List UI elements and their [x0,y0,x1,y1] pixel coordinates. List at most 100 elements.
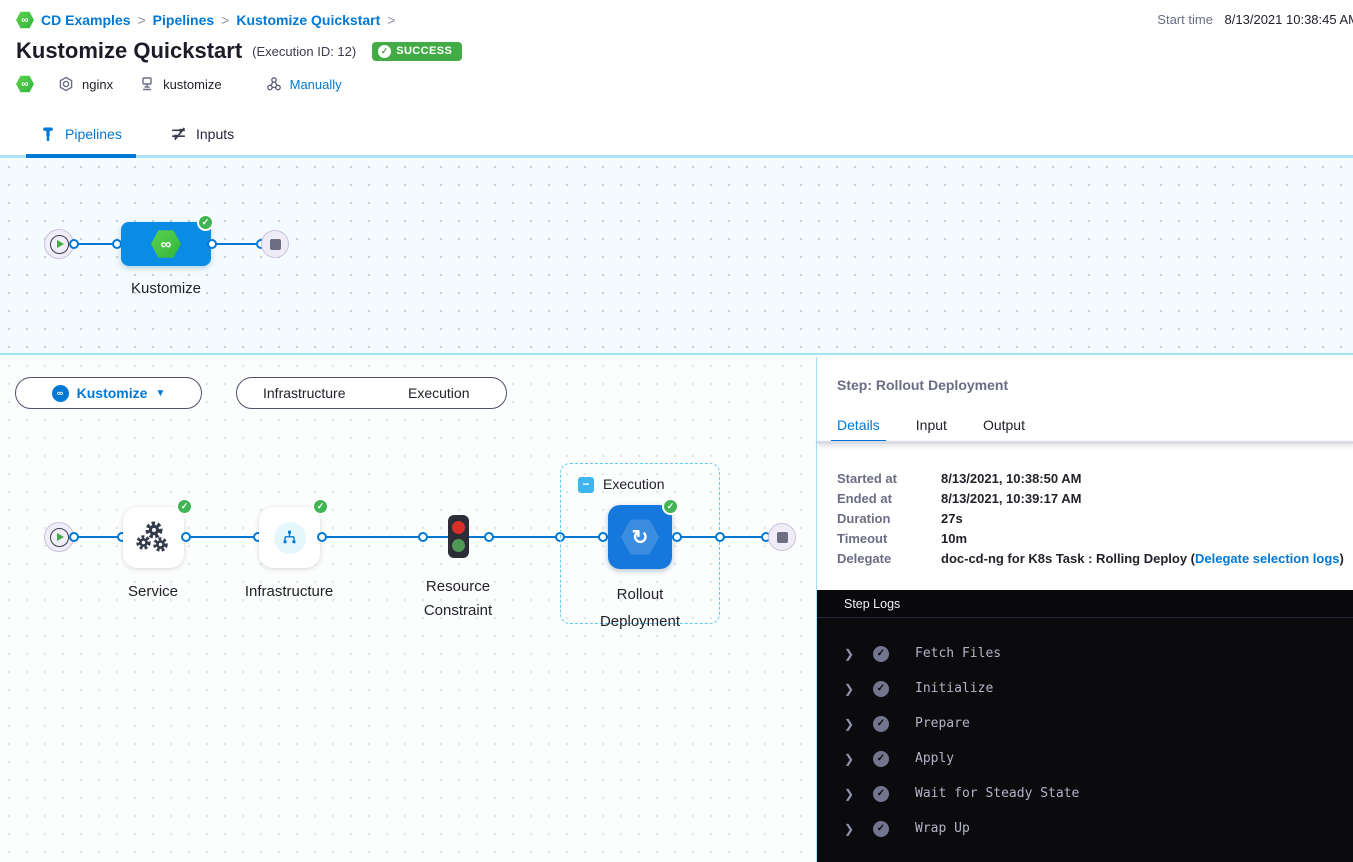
edge-port [181,532,191,542]
detail-label: Ended at [837,490,892,506]
success-check-icon: ✓ [197,214,214,231]
pipeline-tab-bar: Pipelines Inputs [0,112,1353,158]
toggle-execution[interactable]: Execution [408,385,470,401]
tab-details[interactable]: Details [831,417,886,443]
cd-module-icon: ∞ [16,75,34,93]
trigger-type-link[interactable]: Manually [289,76,342,92]
stop-icon [269,238,281,250]
breadcrumb-cd-examples[interactable]: CD Examples [41,12,131,28]
start-time: Start time 8/13/2021 10:38:45 AM [1157,12,1353,27]
breadcrumb-pipelines[interactable]: Pipelines [152,12,215,28]
stage-graph-canvas[interactable]: ∞ ✓ Kustomize [0,158,1353,355]
edge-port [484,532,494,542]
log-section-fetch-files[interactable]: ❯ ✓ Fetch Files [817,636,1353,671]
success-check-icon: ✓ [662,498,679,515]
step-node-resource-constraint[interactable] [448,515,469,558]
breadcrumb-separator: > [137,12,146,28]
step-detail-tabs: Details Input Output [831,417,1025,443]
tab-inputs[interactable]: Inputs [170,112,234,155]
execution-graph-canvas[interactable]: ∞ Kustomize ▼ Infrastructure Execution [0,357,816,862]
node-label-service: Service [127,583,179,600]
tab-output[interactable]: Output [982,417,1025,433]
breadcrumb-separator: > [221,12,230,28]
detail-row-duration: Duration 27s [837,508,1344,528]
log-section-wait-for-steady-state[interactable]: ❯ ✓ Wait for Steady State [817,776,1353,811]
toggle-infrastructure[interactable]: Infrastructure [263,385,346,401]
tab-pipelines[interactable]: Pipelines [26,112,136,158]
detail-label: Timeout [837,530,888,546]
delegate-text: ) [1339,550,1344,566]
stage-node-label: Kustomize [130,280,202,297]
status-badge: ✓ SUCCESS [372,41,463,61]
edge-port [317,532,327,542]
log-section-wrap-up[interactable]: ❯ ✓ Wrap Up [817,811,1353,846]
detail-value: 8/13/2021, 10:39:17 AM [941,490,1082,506]
log-section-label: Prepare [915,716,970,731]
chevron-right-icon: ❯ [844,681,855,696]
edge-port [69,532,79,542]
step-logs-panel: Step Logs ❯ ✓ Fetch Files ❯ ✓ Initialize… [817,590,1353,862]
edge-port [598,532,608,542]
harness-cd-icon: ∞ [16,11,34,29]
stage-selector-dropdown[interactable]: ∞ Kustomize ▼ [15,377,202,409]
step-details-panel: Step: Rollout Deployment Details Input O… [816,357,1353,862]
step-detail-rows: Started at 8/13/2021, 10:38:50 AM Ended … [837,468,1344,568]
play-icon [49,527,69,547]
detail-row-delegate: Delegate doc-cd-ng for K8s Task : Rollin… [837,548,1344,568]
step-logs-header: Step Logs [817,590,1353,618]
execution-start-node[interactable] [44,522,74,552]
step-node-rollout-deployment[interactable]: ↻ [608,505,672,569]
detail-label: Delegate [837,550,892,566]
edge-port [207,239,217,249]
node-label-infrastructure: Infrastructure [244,583,334,600]
detail-row-timeout: Timeout 10m [837,528,1344,548]
tab-divider [817,441,1353,444]
cd-stage-icon-small: ∞ [51,384,69,402]
collapse-group-button[interactable]: − [578,477,594,493]
detail-row-started-at: Started at 8/13/2021, 10:38:50 AM [837,468,1344,488]
log-success-icon: ✓ [873,785,889,802]
service-name: nginx [82,76,114,92]
execution-id: (Execution ID: 12) [252,43,357,59]
step-node-infrastructure[interactable] [259,507,320,568]
phase-toggle: Infrastructure Execution [236,377,507,409]
stage-selector-label: Kustomize [76,385,148,401]
node-label-resource-constraint: Resource Constraint [423,578,493,619]
traffic-red-light [452,520,465,534]
chevron-down-icon: ▼ [155,387,166,399]
chevron-right-icon: ❯ [844,821,855,836]
tab-input[interactable]: Input [915,417,947,433]
breadcrumb: ∞ CD Examples > Pipelines > Kustomize Qu… [16,11,395,29]
detail-label: Started at [837,470,897,486]
start-time-label: Start time [1157,12,1213,27]
cd-stage-icon: ∞ [151,230,181,258]
status-badge-label: SUCCESS [396,45,453,57]
breadcrumb-kustomize-quickstart[interactable]: Kustomize Quickstart [236,12,381,28]
inputs-icon [172,127,186,141]
stage-end-node[interactable] [261,230,289,258]
delegate-selection-logs-link[interactable]: Delegate selection logs [1195,550,1340,566]
log-section-apply[interactable]: ❯ ✓ Apply [817,741,1353,776]
trigger-icon [266,77,281,91]
step-node-service[interactable] [123,507,184,568]
service-gears-icon [134,518,174,558]
detail-value: 10m [941,530,968,546]
success-check-icon: ✓ [176,498,193,515]
chevron-right-icon: ❯ [844,751,855,766]
step-panel-title: Step: Rollout Deployment [837,377,1009,393]
detail-label: Duration [837,510,891,526]
page-header: ∞ CD Examples > Pipelines > Kustomize Qu… [0,0,1353,112]
stage-node-kustomize[interactable]: ∞ [121,222,211,266]
chevron-right-icon: ❯ [844,716,855,731]
log-section-prepare[interactable]: ❯ ✓ Prepare [817,706,1353,741]
chevron-right-icon: ❯ [844,646,855,661]
stop-icon [776,531,788,543]
service-icon [59,76,73,92]
execution-step-group: − Execution [560,463,720,624]
log-success-icon: ✓ [873,680,889,697]
log-section-initialize[interactable]: ❯ ✓ Initialize [817,671,1353,706]
infrastructure-icon [273,521,306,554]
log-success-icon: ✓ [873,820,889,837]
execution-meta-row: ∞ nginx kustomize Manually [16,75,342,93]
execution-end-node[interactable] [768,523,796,551]
